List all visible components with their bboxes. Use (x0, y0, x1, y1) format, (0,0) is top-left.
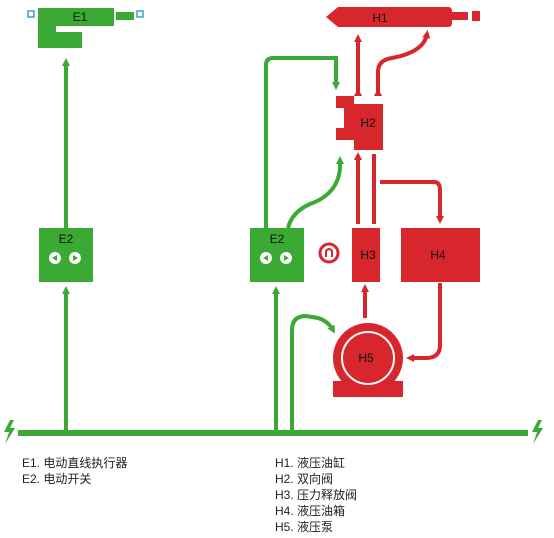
legend-item-h4: H4. 液压油箱 (275, 504, 346, 518)
h4-tank: H4 (401, 228, 480, 282)
connector-icon (136, 10, 144, 18)
power-bolt-icon (532, 420, 543, 444)
switch-arrow-right-icon (69, 252, 81, 264)
legend-hydraulic: H1. 液压油缸 H2. 双向阀 H3. 压力释放阀 H4. 液压油箱 H5. … (275, 455, 357, 535)
power-bolt-icon (4, 420, 15, 444)
legend-item-h2: H2. 双向阀 (275, 472, 334, 486)
switch-arrow-right-icon (280, 252, 292, 264)
pressure-gauge-icon (318, 242, 340, 264)
legend-item-e2: E2. 电动开关 (22, 472, 92, 486)
legend-item-h1: H1. 液压油缸 (275, 456, 346, 470)
e1-label: E1 (73, 10, 88, 24)
e1-actuator: E1 (27, 8, 144, 48)
e2-left-label: E2 (59, 232, 74, 246)
h1-label: H1 (372, 11, 388, 25)
legend-electric: E1. 电动直线执行器 E2. 电动开关 (22, 455, 127, 487)
legend-item-h5: H5. 液压泵 (275, 520, 334, 534)
h2-valve: H2 (336, 96, 383, 150)
electric-wires (62, 56, 344, 430)
hydraulic-lines (354, 30, 444, 362)
h4-label: H4 (430, 248, 446, 262)
h2-label: H2 (360, 116, 376, 130)
h3-label: H3 (360, 248, 376, 262)
pump-icon (341, 331, 395, 385)
legend-item-h3: H3. 压力释放阀 (275, 488, 358, 502)
switch-arrow-left-icon (260, 252, 272, 264)
e2-switch-right: E2 (250, 228, 304, 282)
h5-pump: H5 (333, 323, 403, 397)
power-bus (4, 420, 543, 444)
h3-relief-valve: H3 (318, 228, 380, 282)
h5-label: H5 (358, 351, 374, 365)
legend-item-e1: E1. 电动直线执行器 (22, 456, 128, 470)
e2-switch-left: E2 (39, 228, 93, 282)
h1-cylinder: H1 (326, 7, 480, 27)
e2-right-label: E2 (270, 232, 285, 246)
connector-icon (27, 10, 35, 18)
switch-arrow-left-icon (49, 252, 61, 264)
